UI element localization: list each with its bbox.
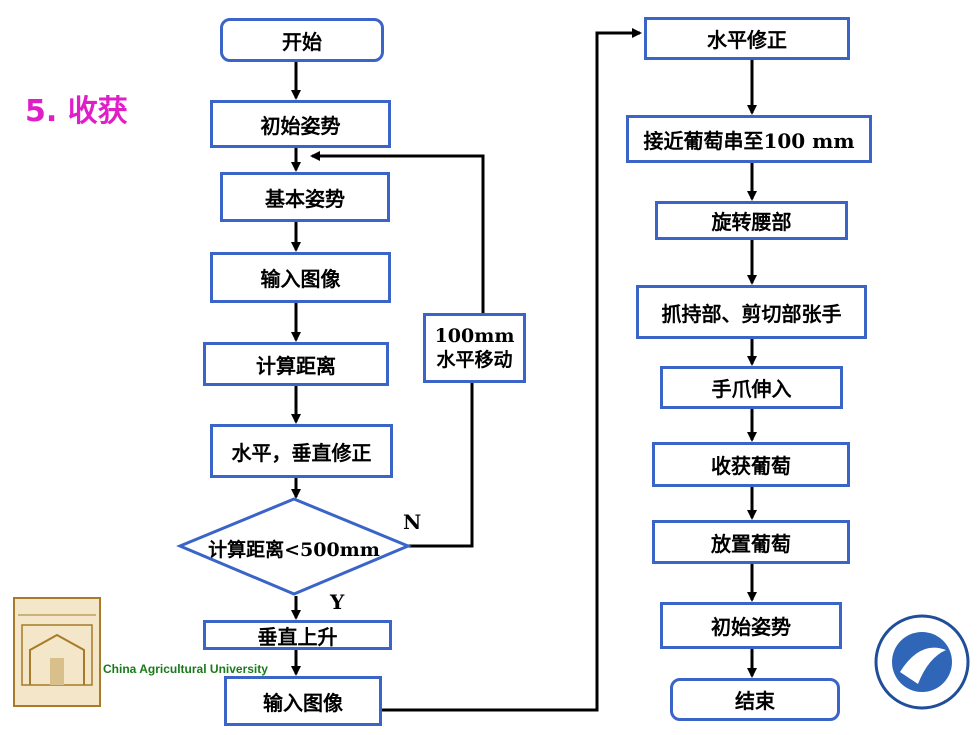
college-seal-logo	[874, 614, 970, 710]
input-image-node-2: 输入图像	[224, 676, 382, 726]
init-pose-node: 初始姿势	[210, 100, 391, 148]
loop-move-node: 100mm 水平移动	[423, 313, 526, 383]
end-node: 结束	[670, 678, 840, 721]
claw-in-node: 手爪伸入	[660, 366, 843, 409]
decision-label: 计算距离<500mm	[208, 539, 380, 561]
place-node: 放置葡萄	[652, 520, 850, 564]
horizontal-fix-node: 水平修正	[644, 17, 850, 60]
start-node: 开始	[220, 18, 384, 62]
vertical-up-node: 垂直上升	[203, 620, 392, 650]
university-caption: China Agricultural University	[103, 662, 268, 676]
calc-distance-node: 计算距离	[203, 342, 389, 386]
loop-move-line2: 水平移动	[436, 349, 513, 371]
cau-emblem-logo	[13, 597, 101, 707]
rotate-waist-node: 旋转腰部	[655, 201, 848, 240]
loop-move-line1: 100mm	[434, 325, 515, 347]
decision-diamond	[176, 497, 412, 596]
open-hands-node: 抓持部、剪切部张手	[636, 285, 867, 339]
slide-title: 5. 收获	[25, 94, 128, 129]
label-y: Y	[330, 590, 345, 614]
label-n: N	[403, 510, 422, 534]
harvest-node: 收获葡萄	[652, 442, 850, 487]
basic-pose-node: 基本姿势	[220, 172, 390, 222]
init-pose-node-right: 初始姿势	[660, 602, 842, 649]
approach-node: 接近葡萄串至100 mm	[626, 115, 872, 163]
correction-node: 水平，垂直修正	[210, 424, 393, 478]
input-image-node: 输入图像	[210, 252, 391, 303]
